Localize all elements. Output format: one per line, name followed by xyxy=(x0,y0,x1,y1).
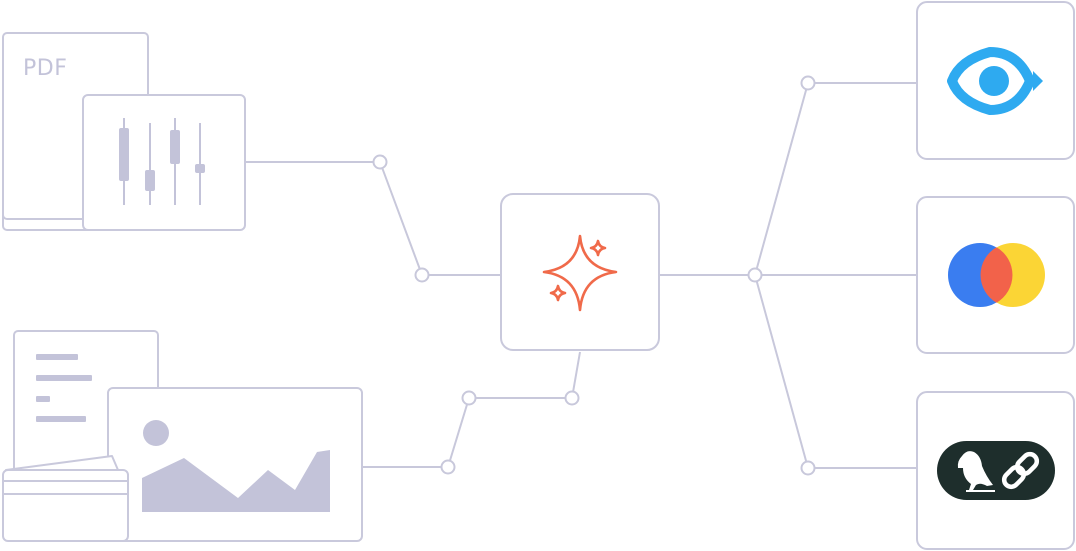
wallet-icon xyxy=(2,455,129,542)
image-input-group xyxy=(2,330,363,542)
node xyxy=(800,460,816,476)
equalizer-card xyxy=(82,94,246,231)
connector-branch-to-parrot xyxy=(754,274,917,469)
slider-icon xyxy=(119,118,205,205)
hub-node xyxy=(500,193,660,351)
pdf-input-group: PDF xyxy=(2,32,246,231)
parrot-link-icon xyxy=(937,441,1055,500)
node xyxy=(564,390,580,406)
connector-image-to-hub xyxy=(362,351,581,468)
node xyxy=(461,390,477,406)
pdf-label: PDF xyxy=(23,56,67,81)
output-circles xyxy=(916,196,1075,354)
sparkle-icon xyxy=(542,234,618,312)
link-icon xyxy=(1001,451,1040,490)
connector-pdf-to-hub xyxy=(245,161,500,276)
output-eye xyxy=(916,1,1075,160)
node xyxy=(800,75,816,91)
eye-icon xyxy=(947,47,1043,115)
node xyxy=(414,267,430,283)
node xyxy=(440,459,456,475)
image-icon xyxy=(142,420,330,512)
output-parrot xyxy=(916,391,1075,550)
node xyxy=(747,267,763,283)
connector-branch-to-eye xyxy=(754,82,917,276)
node xyxy=(372,154,388,170)
hub-box xyxy=(500,193,660,351)
connector-nodes xyxy=(372,75,816,476)
text-lines xyxy=(36,354,92,422)
overlapping-circles-icon xyxy=(948,243,1045,307)
parrot-icon xyxy=(957,451,993,490)
